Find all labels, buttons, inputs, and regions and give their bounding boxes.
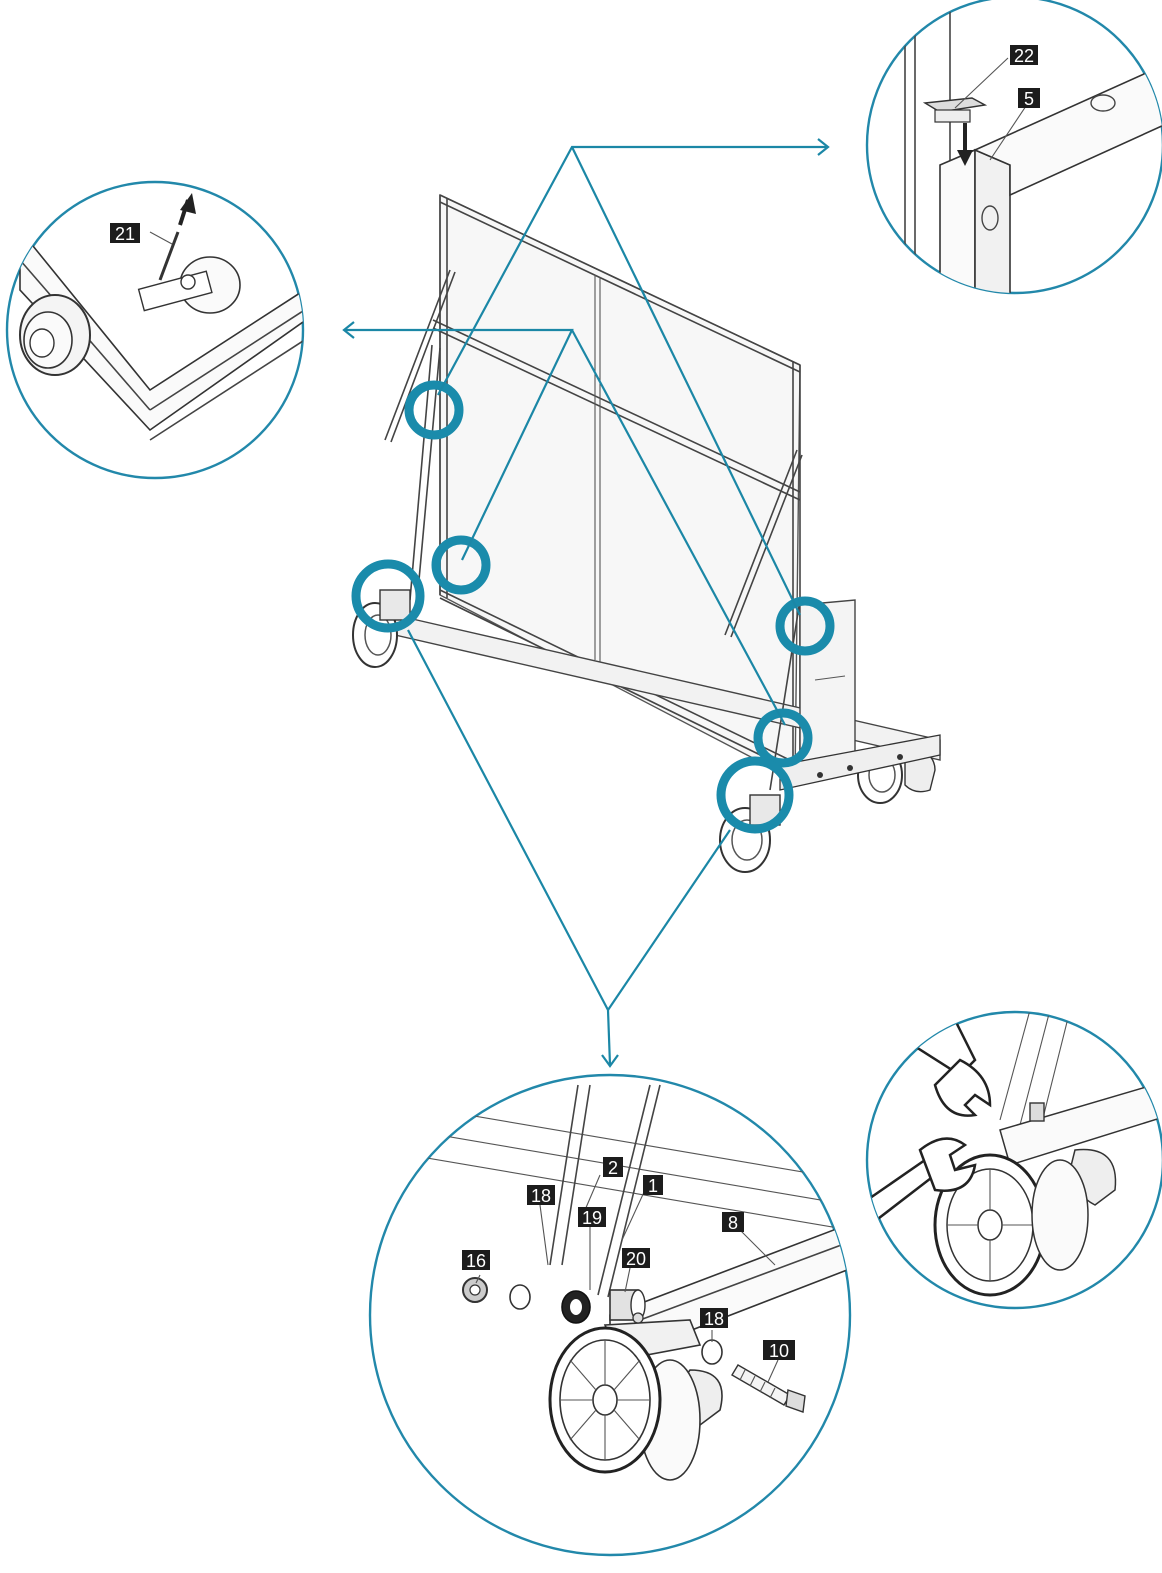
label-22-text: 22 (1014, 46, 1034, 66)
label-16-text: 16 (466, 1251, 486, 1271)
arrow-icon (180, 193, 196, 214)
label-1 (643, 1175, 663, 1195)
label-22 (1010, 45, 1038, 65)
wrench-icon (903, 1012, 992, 1117)
detail-top-right: 22 5 (865, 0, 1162, 295)
detail-top-left: 21 (5, 180, 305, 480)
base-crossbar (779, 734, 941, 791)
label-8 (722, 1212, 744, 1232)
highlight-ring (775, 596, 835, 656)
detail-bottom: 16 2 18 1 19 20 8 18 10 (368, 1073, 852, 1557)
highlight-ring (716, 756, 794, 834)
label-2-text: 2 (608, 1158, 618, 1178)
main-cart-illustration (351, 193, 941, 873)
label-18b (700, 1308, 728, 1328)
bolt-10 (731, 1364, 791, 1406)
label-16 (462, 1250, 490, 1270)
highlight-ring (431, 535, 491, 595)
label-5-text: 5 (1024, 89, 1034, 109)
wrench-icon (867, 1137, 977, 1227)
label-18a-text: 18 (531, 1186, 551, 1206)
washer-18 (509, 1284, 531, 1310)
label-2 (603, 1157, 623, 1177)
label-21-text: 21 (115, 224, 135, 244)
label-20-text: 20 (626, 1249, 646, 1269)
label-8-text: 8 (728, 1213, 738, 1233)
label-5 (1018, 88, 1040, 108)
label-10-text: 10 (769, 1341, 789, 1361)
label-10 (763, 1340, 795, 1360)
label-21 (110, 223, 140, 243)
highlight-ring (753, 708, 813, 768)
label-18b-text: 18 (704, 1309, 724, 1329)
label-19 (578, 1207, 606, 1227)
label-18a (527, 1185, 555, 1205)
label-19-text: 19 (582, 1208, 602, 1228)
wheel-front-right (719, 794, 781, 873)
highlight-ring (404, 380, 464, 440)
callout-lines (342, 138, 830, 1068)
label-20 (622, 1248, 650, 1268)
arrow-icon (957, 150, 973, 166)
detail-bottom-right (865, 1010, 1162, 1310)
label-1-text: 1 (648, 1176, 658, 1196)
highlight-ring (351, 559, 425, 633)
